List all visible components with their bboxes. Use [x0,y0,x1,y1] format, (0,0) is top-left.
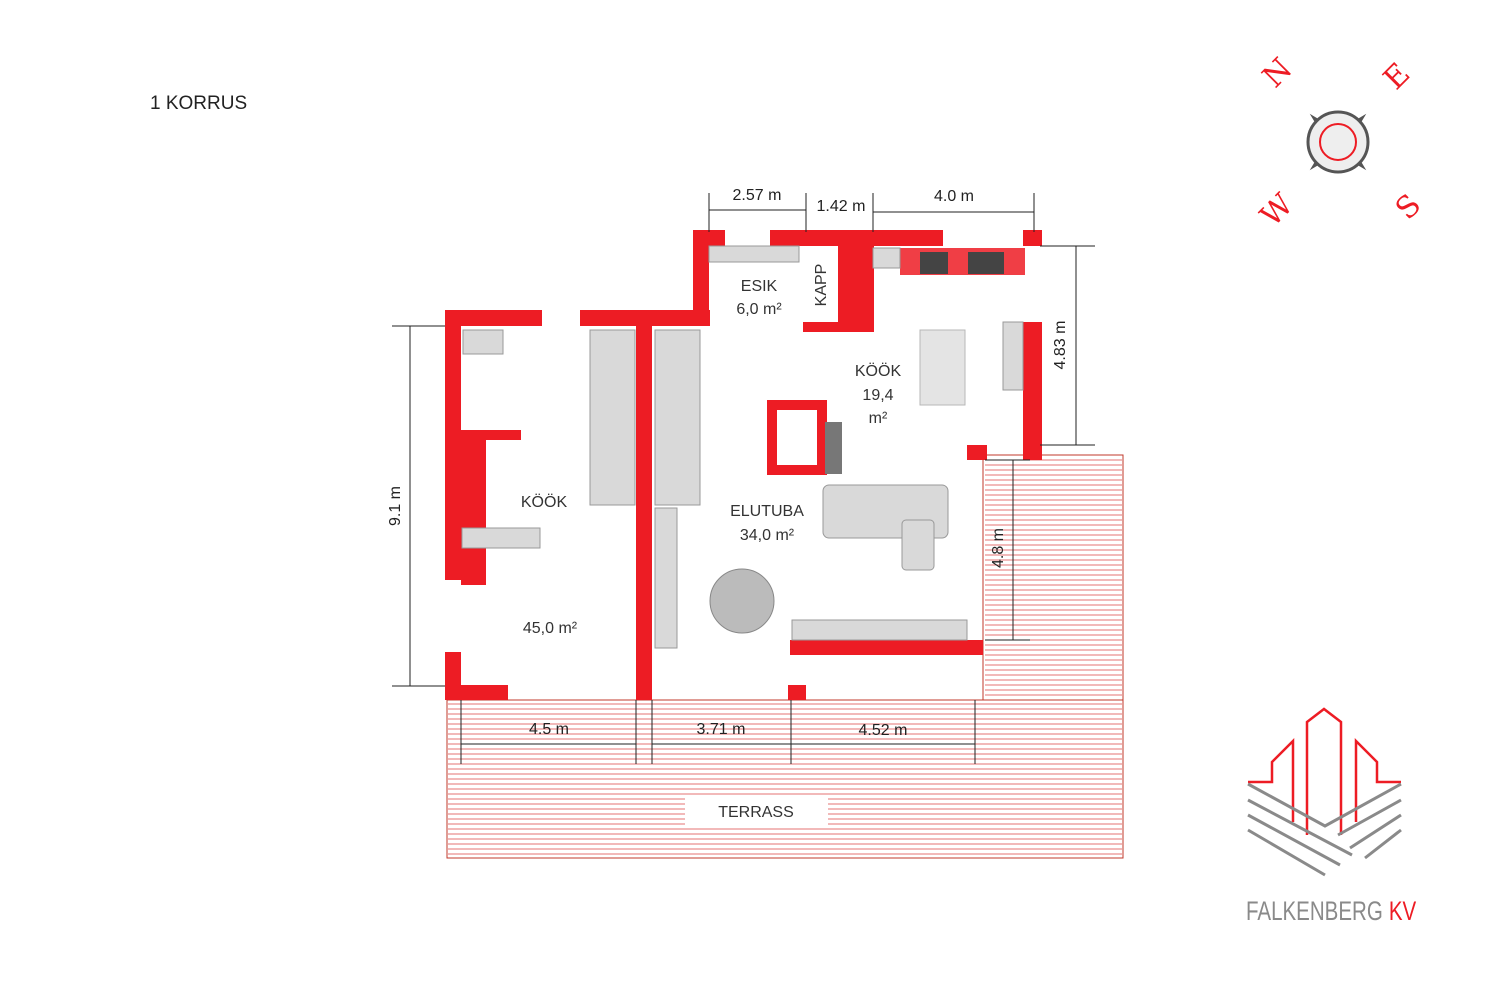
compass-e: E [1377,57,1417,97]
dim-left: 9.1 m [387,486,404,526]
elutuba-area: 34,0 m² [740,527,795,544]
dim-top-1: 2.57 m [733,187,782,204]
kook-right-label: KÖÖK [855,362,902,380]
elutuba-label: ELUTUBA [730,503,804,520]
walls [445,230,1042,700]
esik-label: ESIK [741,278,778,295]
kook-left-label: KÖÖK [521,493,568,511]
esik-area: 6,0 m² [736,301,782,318]
terrace: TERRASS [446,454,1124,859]
compass-w: W [1254,187,1301,234]
dim-right-2: 4.8 m [990,528,1007,568]
furniture [461,245,1024,649]
dimension-lines [392,193,1095,764]
terrace-label: TERRASS [718,804,794,821]
compass: N E W S [1254,51,1428,233]
dim-bottom-2: 3.71 m [697,721,746,738]
floor-title: 1 KORRUS [150,93,248,114]
compass-s: S [1389,188,1428,227]
kapp-label: KAPP [813,264,830,307]
kook-right-area-unit: m² [869,410,888,427]
dim-right-1: 4.83 m [1052,321,1069,370]
dim-bottom-3: 4.52 m [859,722,908,739]
kook-right-area: 19,4 [862,387,893,404]
kook-left-area: 45,0 m² [523,620,578,637]
compass-n: N [1256,51,1299,94]
dim-bottom-1: 4.5 m [529,721,569,738]
dim-top-3: 4.0 m [934,188,974,205]
logo-accent: KV [1389,896,1416,926]
dim-top-2: 1.42 m [817,198,866,215]
logo-text: FALKENBERG [1246,896,1383,926]
